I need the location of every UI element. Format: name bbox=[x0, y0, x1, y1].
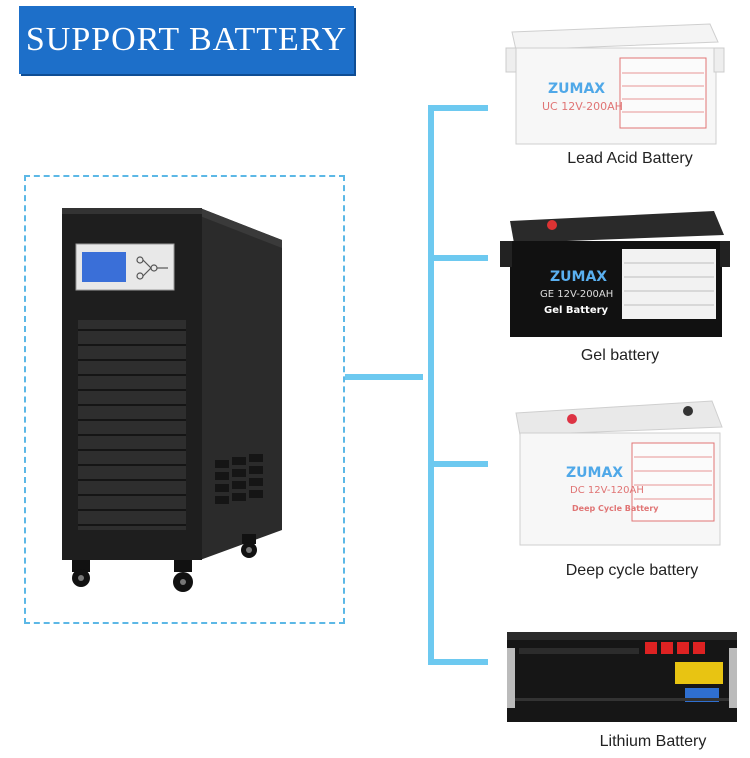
deep-cycle-type: Deep Cycle Battery bbox=[572, 504, 659, 513]
deep-cycle-battery-image: ZUMAX DC 12V-120AH Deep Cycle Battery bbox=[515, 400, 723, 546]
deep-cycle-brand: ZUMAX bbox=[566, 465, 623, 481]
gel-label: Gel battery bbox=[580, 347, 660, 364]
connector-branch-1 bbox=[428, 105, 488, 111]
connector-branch-3 bbox=[428, 461, 488, 467]
gel-battery-image: ZUMAX GE 12V-200AH Gel Battery bbox=[500, 211, 730, 337]
page-title: SUPPORT BATTERY bbox=[25, 21, 348, 58]
gel-brand: ZUMAX bbox=[550, 269, 607, 285]
lead-acid-battery-image: ZUMAX UC 12V-200AH bbox=[505, 23, 725, 145]
lead-acid-model: UC 12V-200AH bbox=[542, 100, 623, 113]
gel-type: Gel Battery bbox=[544, 305, 609, 316]
connector-horizontal-ups bbox=[345, 374, 423, 380]
connector-branch-4 bbox=[428, 659, 488, 665]
lithium-label: Lithium Battery bbox=[599, 733, 707, 750]
lithium-battery-image bbox=[507, 632, 737, 722]
title-banner: SUPPORT BATTERY bbox=[19, 6, 354, 74]
ups-frame bbox=[24, 175, 345, 624]
lead-acid-label: Lead Acid Battery bbox=[567, 150, 693, 167]
connector-branch-2 bbox=[428, 255, 488, 261]
ups-cabinet-image bbox=[62, 208, 282, 592]
deep-cycle-label: Deep cycle battery bbox=[565, 562, 699, 579]
connector-vertical-trunk bbox=[428, 105, 434, 665]
deep-cycle-model: DC 12V-120AH bbox=[570, 485, 644, 496]
lead-acid-brand: ZUMAX bbox=[548, 81, 605, 97]
gel-model: GE 12V-200AH bbox=[540, 289, 613, 300]
